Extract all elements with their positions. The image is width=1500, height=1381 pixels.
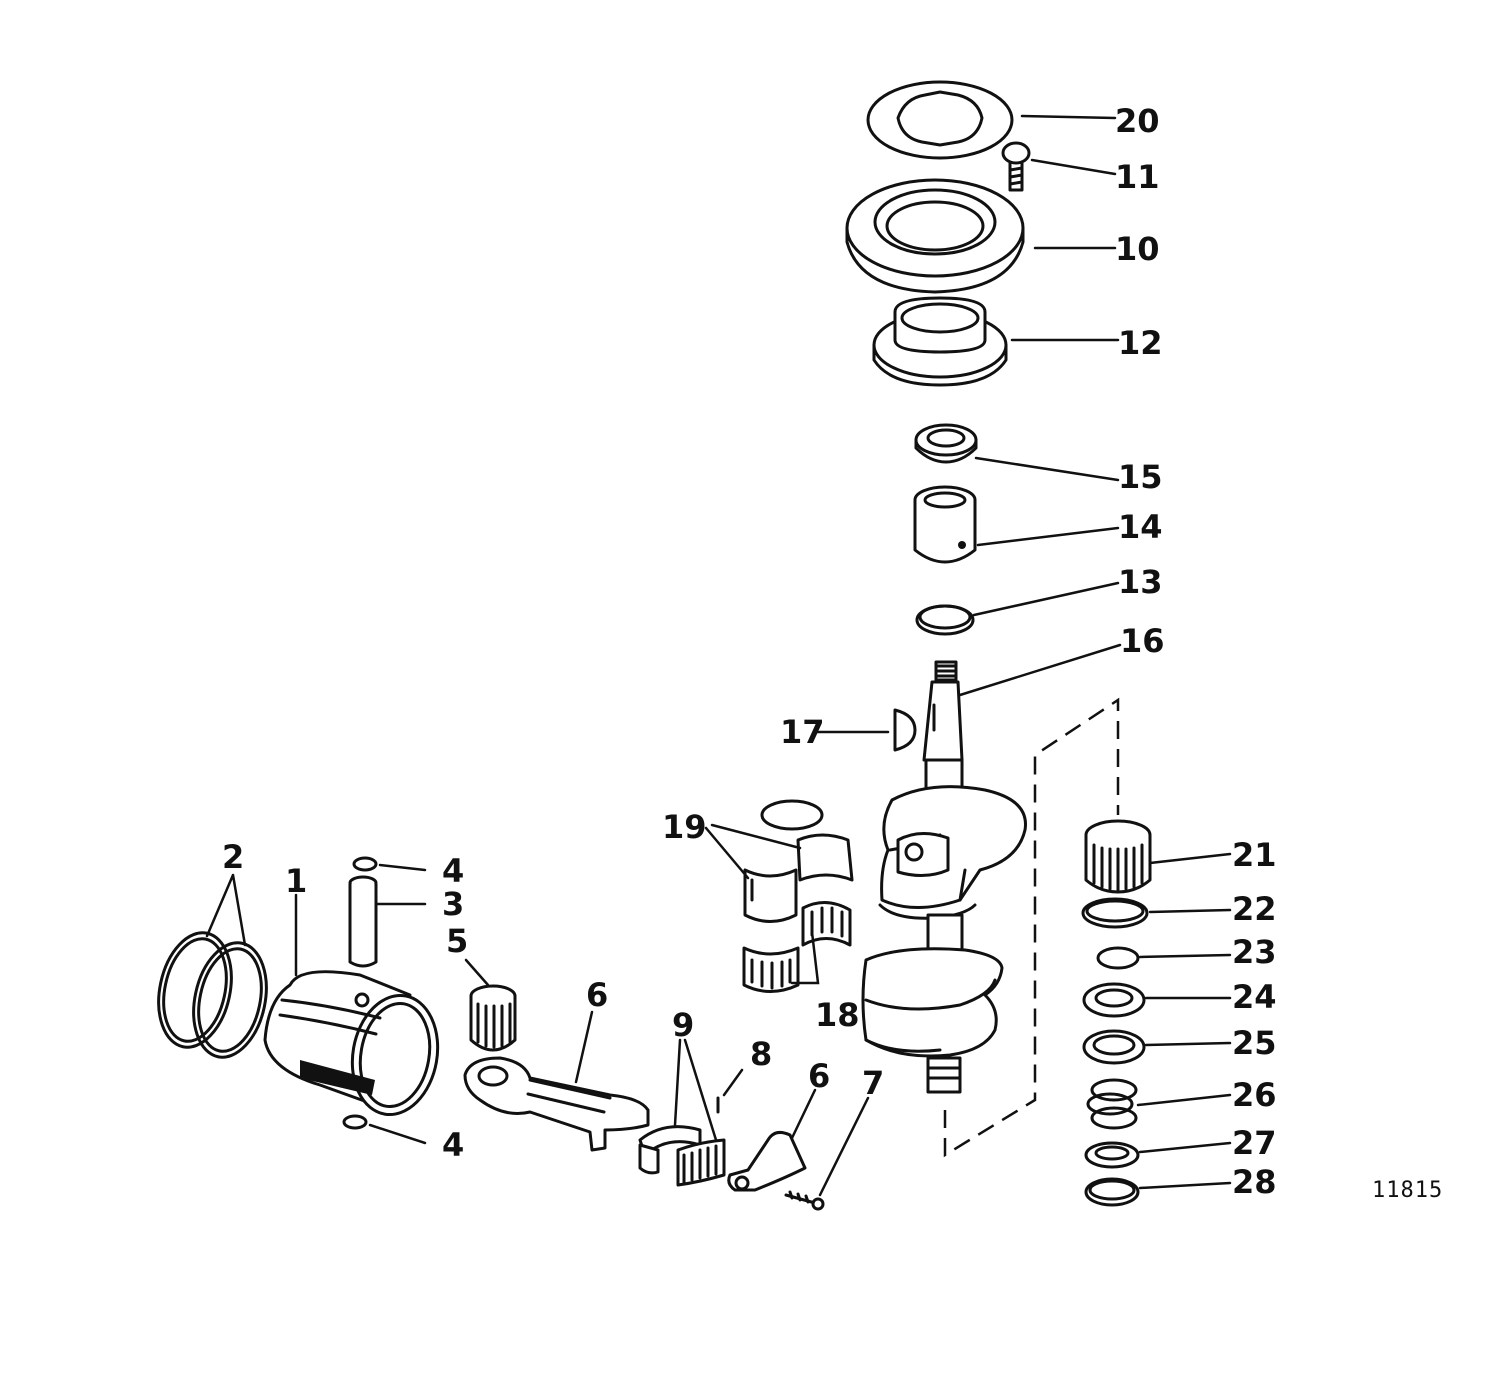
part-27-ring (1084, 1141, 1140, 1169)
part-11-screw (1001, 141, 1031, 192)
callout-18: 18 (815, 996, 860, 1034)
callout-11: 11 (1115, 158, 1160, 196)
callout-13: 13 (1118, 563, 1163, 601)
part-13-ring (915, 604, 975, 636)
part-5-needle-bearing (469, 984, 517, 1052)
callout-24: 24 (1232, 978, 1277, 1016)
callout-3: 3 (442, 885, 464, 923)
callout-2: 2 (222, 838, 244, 876)
part-2-piston-rings (157, 931, 268, 1059)
part-20-retainer-plate (866, 80, 1014, 160)
reference-number: 11815 (1372, 1178, 1443, 1203)
callout-4-top: 4 (442, 852, 464, 890)
part-1-piston (263, 970, 440, 1117)
callout-8: 8 (750, 1035, 772, 1073)
callout-22: 22 (1232, 890, 1277, 928)
callout-4-bottom: 4 (442, 1126, 464, 1164)
callout-27: 27 (1232, 1124, 1277, 1162)
part-3-wrist-pin (348, 875, 378, 968)
callout-9: 9 (672, 1006, 694, 1044)
callout-25: 25 (1232, 1024, 1277, 1062)
callout-20: 20 (1115, 102, 1160, 140)
part-19-main-bearing (743, 799, 854, 923)
part-17-key (893, 708, 917, 752)
callout-17: 17 (780, 713, 825, 751)
part-18-bearing-cage (742, 901, 852, 993)
callout-21: 21 (1232, 836, 1277, 874)
part-7-cap-screw (784, 1190, 825, 1211)
part-6-connecting-rod (463, 1056, 650, 1152)
assembly-dashed-line (943, 697, 1120, 1158)
callout-26: 26 (1232, 1076, 1277, 1114)
part-6-rod-cap (727, 1130, 807, 1192)
callout-7: 7 (862, 1064, 884, 1102)
callout-28: 28 (1232, 1163, 1277, 1201)
callout-16: 16 (1120, 622, 1165, 660)
callout-12: 12 (1118, 324, 1163, 362)
part-4-clip-top (352, 856, 378, 872)
callout-5: 5 (446, 922, 468, 960)
part-14-bushing (913, 485, 977, 564)
part-4-clip-bottom (342, 1114, 368, 1130)
part-24-washer (1082, 982, 1146, 1018)
part-15-washer (914, 423, 978, 464)
part-10-bearing-housing (845, 178, 1025, 294)
part-21-needle-bearing (1084, 819, 1152, 894)
leader-lines (205, 114, 1232, 1197)
part-28-ring (1084, 1177, 1140, 1207)
callout-23: 23 (1232, 933, 1277, 971)
callout-15: 15 (1118, 458, 1163, 496)
part-22-ring (1081, 897, 1149, 929)
part-9-rod-bearing (638, 1125, 726, 1187)
callout-6-rod: 6 (586, 976, 608, 1014)
callout-labels: 20 11 10 12 15 14 13 16 17 19 18 21 22 2… (222, 102, 1443, 1203)
callout-14: 14 (1118, 508, 1163, 546)
callout-6-cap: 6 (808, 1057, 830, 1095)
callout-1: 1 (285, 862, 307, 900)
callout-10: 10 (1115, 230, 1160, 268)
part-23-ring (1096, 946, 1140, 970)
part-25-washer (1082, 1029, 1146, 1065)
part-12-seal (872, 296, 1008, 387)
part-26-spring (1086, 1078, 1138, 1130)
part-16-crankshaft (861, 660, 1027, 1094)
callout-19: 19 (662, 808, 707, 846)
